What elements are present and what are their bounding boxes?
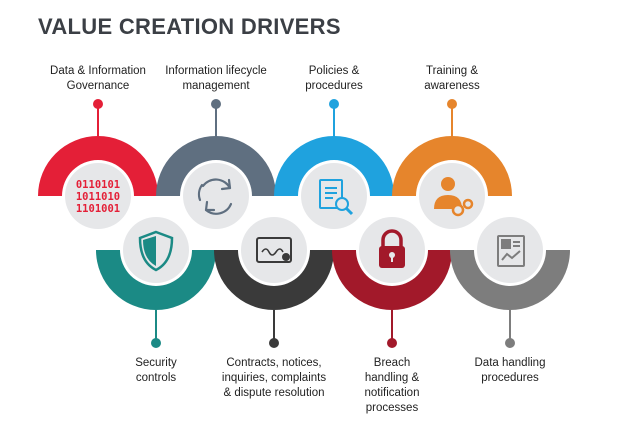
binary-line-2: 1011010 <box>76 191 120 203</box>
label-security: Security controls <box>135 357 177 384</box>
label-breach: Breach handling & notification processes <box>364 357 420 414</box>
driver-info-lifecycle <box>156 99 276 196</box>
driver-security <box>96 250 216 348</box>
page-title: VALUE CREATION DRIVERS <box>38 14 341 39</box>
label-info-lifecycle: Information lifecycle management <box>165 65 267 92</box>
label-training: Training & awareness <box>424 65 480 92</box>
driver-data-governance <box>38 99 158 196</box>
driver-breach <box>332 250 452 348</box>
binary-line-3: 1101001 <box>76 203 120 215</box>
binary-code-icon: 0110101 1011010 1101001 <box>76 179 120 215</box>
label-data-governance: Data & Information Governance <box>50 65 146 92</box>
document-search-icon <box>319 179 354 216</box>
recycle-arrows-icon <box>197 178 233 215</box>
padlock-icon <box>379 229 405 268</box>
label-policies: Policies & procedures <box>305 65 363 92</box>
driver-policies <box>274 99 394 196</box>
user-gear-icon <box>434 177 474 217</box>
driver-data-handling <box>450 250 570 348</box>
driver-contracts <box>214 250 334 348</box>
data-report-icon <box>497 235 525 267</box>
certificate-icon <box>256 237 292 263</box>
label-data-handling: Data handling procedures <box>474 357 546 384</box>
label-contracts: Contracts, notices, inquiries, complaint… <box>221 357 327 399</box>
binary-line-1: 0110101 <box>76 179 120 191</box>
shield-icon <box>138 230 174 272</box>
driver-training <box>392 99 512 196</box>
